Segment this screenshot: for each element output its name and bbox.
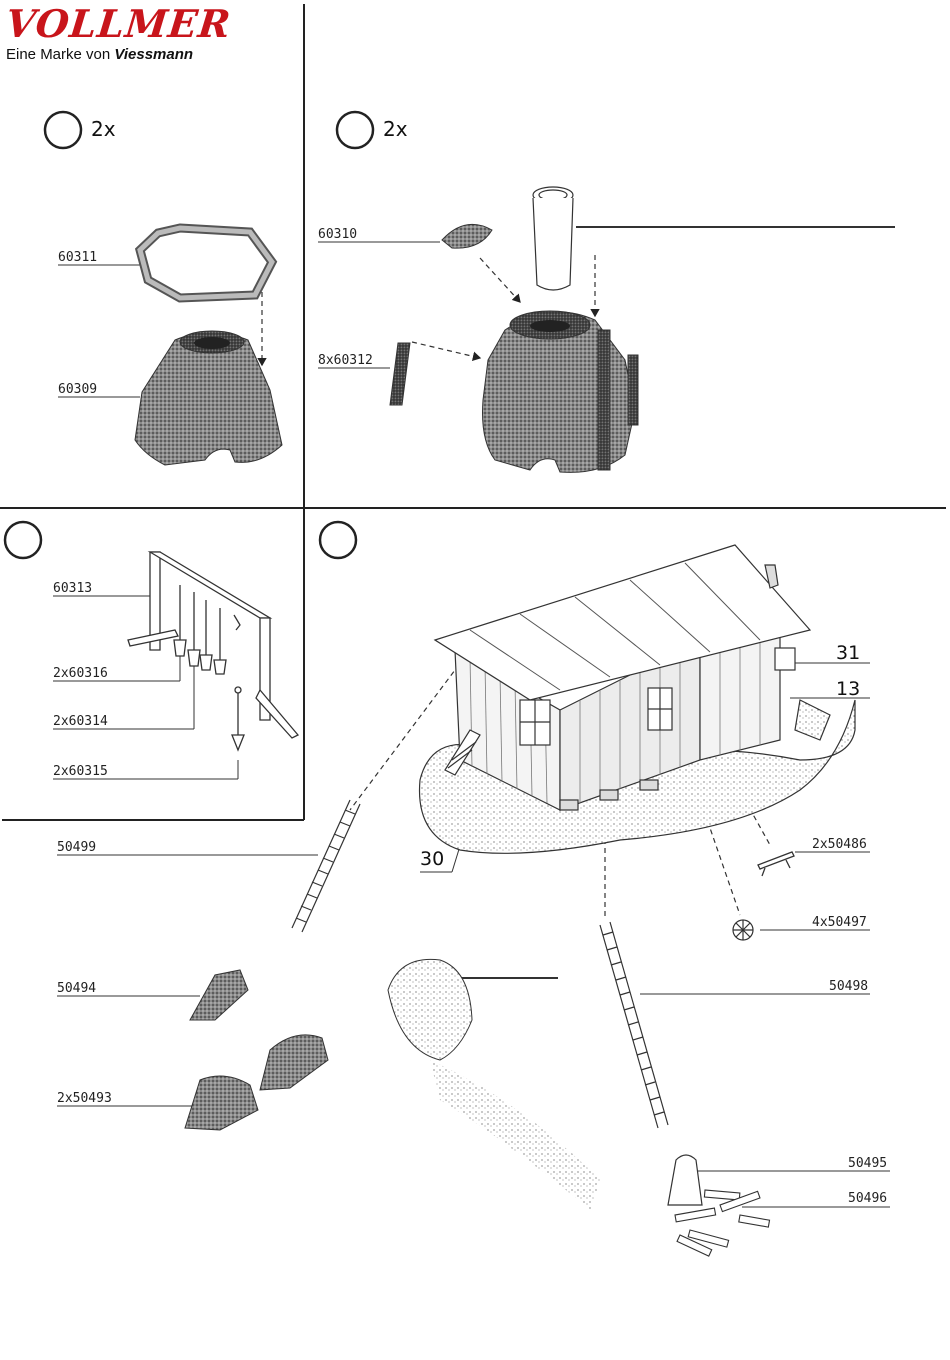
- part-label-50498: 50498: [829, 980, 868, 994]
- ring-60311: [140, 228, 272, 298]
- tool-rack: [128, 552, 298, 750]
- hut: [420, 545, 856, 853]
- step-2-quantity: 2x: [383, 117, 408, 141]
- part-label-60315: 2x60315: [53, 765, 108, 779]
- part-label-50493: 2x50493: [57, 1092, 112, 1106]
- callout-13: 13: [836, 678, 860, 700]
- part-label-60314: 2x60314: [53, 715, 108, 729]
- part-label-50495: 50495: [848, 1157, 887, 1171]
- cone-60309: [135, 331, 282, 465]
- part-label-60312: 8x60312: [318, 354, 373, 368]
- part-label-60309: 60309: [58, 383, 97, 397]
- cap-60310: [442, 224, 492, 248]
- part-label-50497: 4x50497: [812, 916, 867, 930]
- callout-31: 31: [836, 642, 860, 664]
- wheel-50497: [733, 920, 753, 940]
- woodpile-50493: [185, 1035, 328, 1130]
- part-label-60316: 2x60316: [53, 667, 108, 681]
- sack: [388, 959, 600, 1210]
- post-60312: [390, 343, 410, 405]
- part-label-50499: 50499: [57, 841, 96, 855]
- part-label-60311: 60311: [58, 251, 97, 265]
- bench-50486: [758, 852, 794, 876]
- kiln: [483, 311, 639, 472]
- part-label-50496: 50496: [848, 1192, 887, 1206]
- woodpile-50494: [190, 970, 248, 1020]
- tube: [533, 187, 573, 290]
- heap-50495: [668, 1155, 702, 1205]
- callout-30: 30: [420, 848, 444, 870]
- ladder-50498: [600, 922, 668, 1128]
- part-label-60313: 60313: [53, 582, 92, 596]
- part-label-50486: 2x50486: [812, 838, 867, 852]
- part-label-60310: 60310: [318, 228, 357, 242]
- part-label-50494: 50494: [57, 982, 96, 996]
- step-1-quantity: 2x: [91, 117, 116, 141]
